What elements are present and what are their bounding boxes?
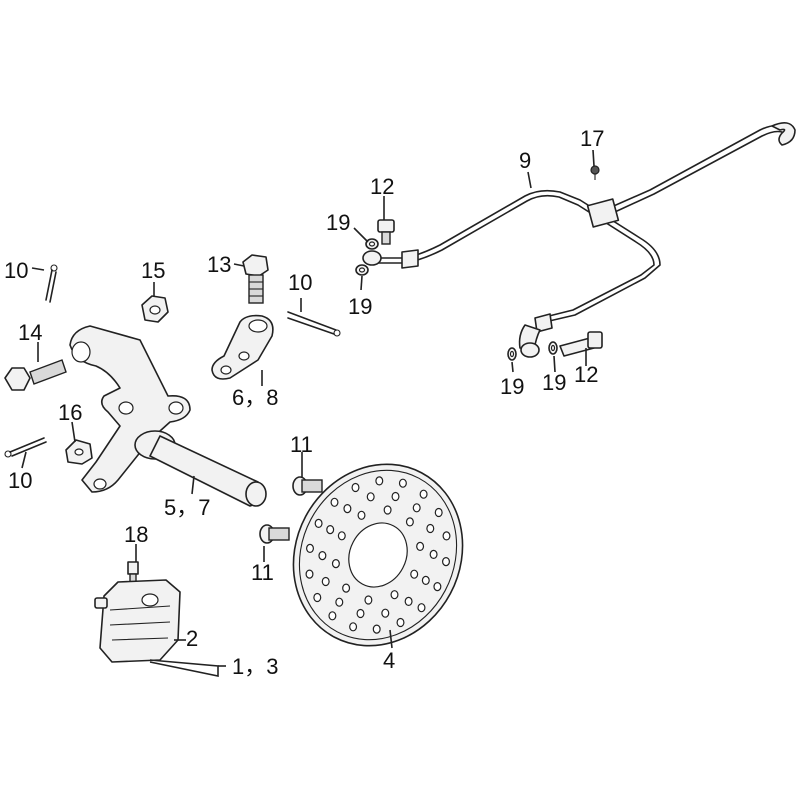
- disc-drill-hole: [419, 489, 428, 499]
- disc-drill-hole: [433, 581, 442, 592]
- disc-drill-hole: [412, 503, 421, 513]
- disc-drill-hole: [351, 482, 360, 493]
- leader-lines: [21, 149, 595, 677]
- disc-drill-hole: [328, 611, 337, 621]
- callout-2: 2: [186, 626, 198, 651]
- callout-12-right: 12: [574, 362, 598, 387]
- callout-9: 9: [519, 148, 531, 173]
- bleed-screw-18: [127, 561, 139, 583]
- callout-10-mid: 10: [288, 270, 312, 295]
- disc-drill-hole: [396, 617, 405, 628]
- disc-drill-hole: [417, 603, 426, 613]
- disc-drill-hole: [442, 531, 451, 541]
- disc-drill-hole: [318, 550, 327, 561]
- disc-drill-hole: [330, 497, 339, 507]
- disc-drill-hole: [426, 523, 435, 534]
- disc-drill-hole: [331, 558, 340, 569]
- callout-19-right-a: 19: [500, 374, 524, 399]
- callout-11-upper: 11: [290, 432, 313, 457]
- brake-hose-banjo-upper: [362, 250, 382, 266]
- disc-drill-hole: [421, 575, 430, 586]
- brake-caliper-1-3: [94, 579, 181, 663]
- steering-knuckle-5-7: [69, 325, 267, 507]
- bolt-14: [4, 359, 67, 391]
- brake-line-end-fitting: [771, 122, 796, 146]
- callout-19-right-b: 19: [542, 370, 566, 395]
- disc-drill-hole: [416, 541, 425, 552]
- disc-drill-hole: [381, 608, 390, 618]
- callout-15: 15: [141, 258, 165, 283]
- callout-11-lower: 11: [251, 560, 274, 585]
- disc-drill-hole: [405, 517, 414, 527]
- callout-4: 4: [383, 648, 395, 673]
- disc-drill-hole: [326, 524, 335, 535]
- callout-labels: 17 9 12 19 19 19 19 12 13 10 15 10 14 16…: [4, 126, 604, 679]
- disc-drill-hole: [306, 543, 315, 554]
- nut-16: [65, 439, 93, 465]
- disc-drill-hole: [429, 549, 438, 560]
- disc-drill-hole: [305, 569, 314, 579]
- disc-drill-hole: [364, 595, 373, 605]
- callout-17: 17: [580, 126, 604, 151]
- brake-disc-4: [292, 463, 464, 647]
- disc-drill-hole: [343, 504, 352, 514]
- brake-hose-assembly: [362, 122, 796, 358]
- disc-drill-hole: [383, 505, 392, 515]
- disc-drill-hole: [342, 583, 351, 593]
- callout-19-mid: 19: [348, 294, 372, 319]
- callout-5-7: 5，7: [164, 495, 210, 520]
- disc-drill-hole: [375, 476, 384, 486]
- disc-drill-hole: [434, 507, 443, 518]
- disc-drill-hole: [390, 590, 399, 600]
- brake-line-junction-block: [586, 198, 620, 228]
- disc-drill-hole: [404, 596, 413, 607]
- callout-10-low: 10: [8, 468, 32, 493]
- callout-6-8: 6，8: [232, 385, 278, 410]
- disc-drill-hole: [391, 491, 400, 502]
- disc-drill-hole: [335, 597, 344, 607]
- disc-drill-hole: [349, 622, 358, 632]
- disc-drill-hole: [366, 492, 375, 502]
- disc-drill-hole: [398, 478, 407, 488]
- callout-16: 16: [58, 400, 82, 425]
- cotter-pins-10: [4, 264, 341, 458]
- callout-10-top: 10: [4, 258, 28, 283]
- callout-13: 13: [207, 252, 231, 277]
- banjo-bolt-12-top: [377, 219, 395, 245]
- washers-19: [355, 238, 558, 361]
- steering-arm-6-8: [211, 314, 274, 380]
- wheel-studs-11: [259, 476, 323, 544]
- bolt-13: [242, 254, 269, 304]
- disc-drill-hole: [442, 556, 451, 567]
- disc-drill-hole: [357, 510, 366, 520]
- callout-12-top: 12: [370, 174, 394, 199]
- banjo-bolt-12-right: [559, 331, 603, 357]
- disc-drill-hole: [321, 576, 330, 587]
- callout-14: 14: [18, 320, 42, 345]
- callout-1-3: 1，3: [232, 654, 278, 679]
- nut-15: [141, 295, 169, 323]
- disc-drill-hole: [337, 531, 346, 541]
- disc-drill-hole: [356, 608, 365, 619]
- disc-drill-hole: [410, 569, 419, 579]
- disc-drill-hole: [314, 518, 323, 529]
- disc-drill-hole: [313, 592, 322, 603]
- callout-19-top: 19: [326, 210, 350, 235]
- bolt-17: [590, 165, 600, 180]
- callout-18: 18: [124, 522, 148, 547]
- disc-drill-hole: [372, 624, 381, 634]
